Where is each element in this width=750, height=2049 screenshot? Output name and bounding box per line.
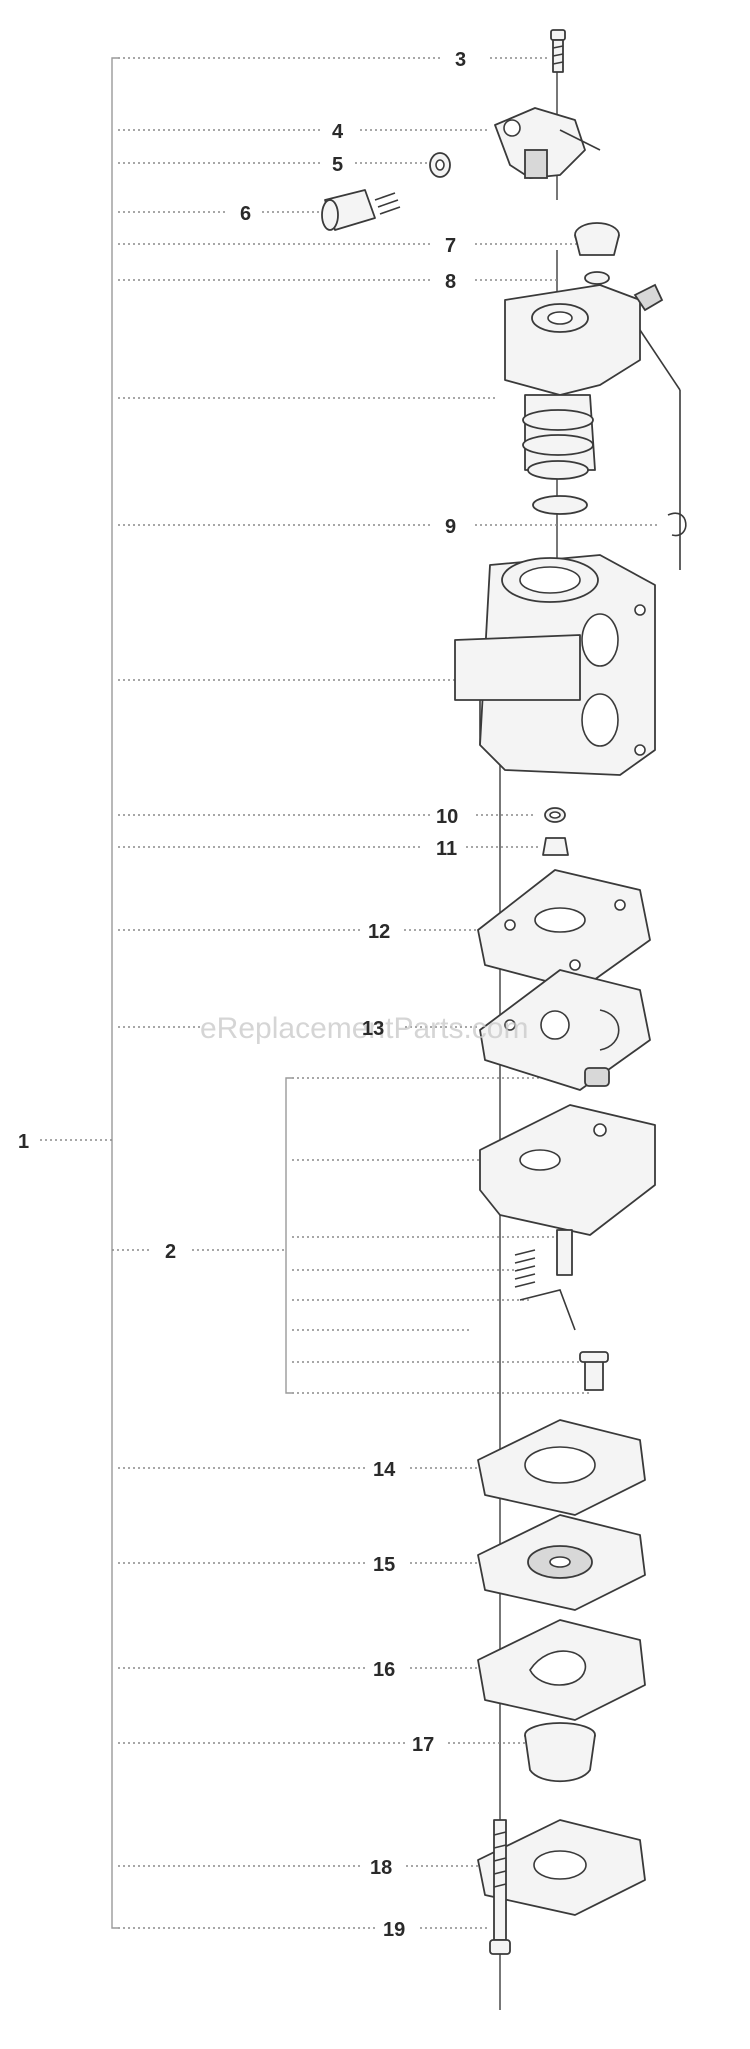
part-8-ring [584, 271, 610, 285]
leaders-main [118, 57, 660, 1929]
label-part-5: 5 [332, 154, 343, 176]
label-part-1: 1 [18, 1131, 29, 1153]
label-part-17: 17 [412, 1734, 434, 1756]
part-labels: 1 2 3 4 5 6 7 8 9 10 11 12 13 14 15 16 1… [18, 49, 466, 1941]
carburetor-body [454, 554, 656, 776]
part-18-cover [477, 1819, 646, 1916]
part-4-lever [494, 107, 601, 179]
label-part-3: 3 [455, 49, 466, 71]
throttle-body-upper [504, 283, 681, 570]
part-19-screw [489, 1819, 511, 1955]
label-part-2: 2 [165, 1241, 176, 1263]
label-part-8: 8 [445, 271, 456, 293]
part-14-gasket [477, 1419, 646, 1516]
part-6-idle-screw [321, 189, 401, 231]
part-12-gasket [477, 869, 651, 991]
part-5-washer [429, 152, 451, 178]
label-part-10: 10 [436, 806, 458, 828]
watermark-text: eReplacementParts.com [200, 1012, 528, 1045]
label-part-6: 6 [240, 203, 251, 225]
part-16-cover [477, 1619, 646, 1721]
part-10-oring [544, 807, 566, 823]
bracket-part-2 [285, 1077, 292, 1394]
label-part-15: 15 [373, 1554, 395, 1576]
label-part-16: 16 [373, 1659, 395, 1681]
label-part-4: 4 [332, 121, 344, 143]
part-13-diaphragm [479, 969, 651, 1091]
part-15-diaphragm [477, 1514, 646, 1611]
label-part-7: 7 [445, 235, 456, 257]
label-part-11: 11 [436, 838, 457, 860]
part-3-screw [550, 29, 566, 73]
part-2-metering-assembly [479, 1067, 656, 1391]
part-11-filter [542, 837, 569, 856]
label-part-13: 13 [362, 1018, 384, 1040]
label-part-9: 9 [445, 516, 456, 538]
leaders-sub [292, 1077, 590, 1394]
label-part-14: 14 [373, 1459, 396, 1481]
part-17-primer [524, 1722, 596, 1783]
label-part-19: 19 [383, 1919, 405, 1941]
part-9-clip [667, 512, 687, 537]
part-7-cap [574, 222, 620, 256]
label-part-12: 12 [368, 921, 390, 943]
label-part-18: 18 [370, 1857, 392, 1879]
bracket-part-1 [111, 57, 118, 1929]
